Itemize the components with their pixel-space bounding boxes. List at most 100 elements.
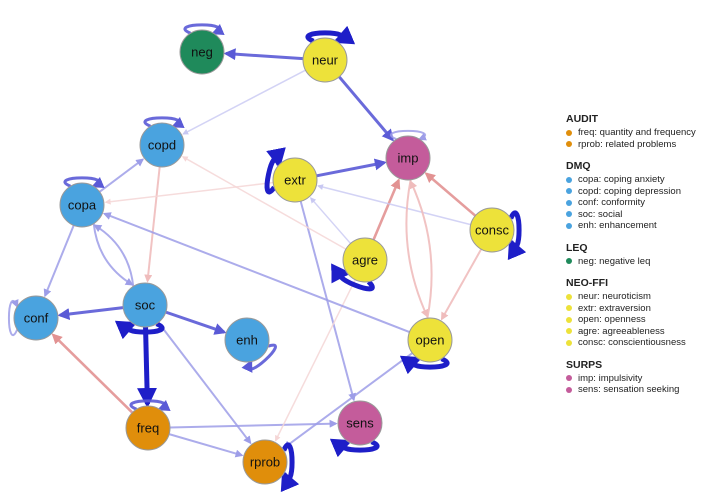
node-label: freq [137, 421, 159, 436]
node-agre[interactable]: agre [342, 237, 388, 283]
edge-copa-copd [99, 158, 145, 193]
edge-open-copa [102, 212, 410, 333]
legend-item: soc: social [566, 209, 709, 221]
node-circle [59, 182, 105, 228]
edge-freq-sens [169, 419, 338, 429]
legend-color-dot [566, 222, 572, 229]
self-loop-copd [143, 116, 185, 129]
legend-item-text: enh: enhancement [578, 220, 657, 232]
node-label: conf [24, 311, 49, 326]
legend-item: rprob: related problems [566, 139, 709, 151]
legend-item: conf: conformity [566, 197, 709, 209]
node-open[interactable]: open [407, 317, 453, 363]
legend-item-text: neur: neuroticism [578, 291, 651, 303]
edge-neur-imp [338, 75, 395, 142]
edge-copd-soc [144, 166, 161, 283]
node-label: copa [68, 198, 97, 213]
node-circle [469, 207, 515, 253]
node-circle [342, 237, 388, 283]
edge-consc-open [440, 248, 483, 321]
edge-freq-rprob [168, 433, 244, 458]
legend-item-text: sens: sensation seeking [578, 384, 680, 396]
node-enh[interactable]: enh [224, 317, 270, 363]
node-circle [179, 29, 225, 75]
legend-color-dot [566, 129, 572, 136]
node-label: enh [236, 333, 258, 348]
node-imp[interactable]: imp [385, 135, 431, 181]
legend-item: copa: coping anxiety [566, 174, 709, 186]
self-loop-copa [63, 176, 105, 189]
node-label: extr [284, 173, 306, 188]
self-loop-consc [507, 210, 527, 261]
node-label: neur [312, 53, 339, 68]
node-extr[interactable]: extr [272, 157, 318, 203]
legend-color-dot [566, 339, 572, 346]
edge-neur-neg [223, 48, 304, 61]
legend-group-title: SURPS [566, 358, 603, 371]
legend-color-dot [566, 375, 572, 382]
legend-group-title: AUDIT [566, 113, 599, 125]
edge-agre-imp [372, 178, 401, 241]
node-rprob[interactable]: rprob [242, 439, 288, 485]
edge-consc-imp [424, 172, 477, 217]
node-conf[interactable]: conf [13, 295, 59, 341]
legend-item-text: consc: conscientiousness [578, 337, 686, 349]
legend-item: agre: agreeableness [566, 326, 709, 338]
edge-open-rprob [283, 352, 413, 449]
node-circle [139, 122, 185, 168]
legend-item-text: agre: agreeableness [578, 325, 665, 337]
self-loop-enh [241, 343, 277, 373]
self-loop-conf [7, 299, 19, 337]
node-circle [242, 439, 288, 485]
node-circle [302, 37, 348, 83]
node-neg[interactable]: neg [179, 29, 225, 75]
legend-item-text: conf: conformity [578, 197, 646, 209]
node-label: open [416, 333, 445, 348]
node-consc[interactable]: consc [469, 207, 515, 253]
edge-consc-extr [317, 184, 471, 226]
edge-soc-copa [93, 224, 135, 287]
edge-soc-freq [137, 326, 158, 409]
legend-color-dot [566, 328, 572, 335]
legend-item: enh: enhancement [566, 220, 709, 232]
edge-extr-imp [316, 158, 387, 178]
node-sens[interactable]: sens [337, 400, 383, 446]
self-loop-rprob [280, 442, 300, 493]
legend-group-title: LEQ [566, 241, 588, 254]
legend-item-text: open: openness [578, 314, 646, 326]
self-loop-agre [331, 263, 375, 292]
legend-color-dot [566, 211, 572, 218]
legend-item-text: soc: social [578, 208, 623, 220]
self-loop-extr [264, 147, 286, 195]
legend-item: open: openness [566, 314, 709, 326]
node-copa[interactable]: copa [59, 182, 105, 228]
legend-item: sens: sensation seeking [566, 384, 709, 396]
legend-item-text: freq: quantity and frequency [578, 127, 696, 139]
legend-item-text: neg: negative leq [578, 255, 651, 267]
legend-color-dot [566, 386, 572, 393]
node-label: neg [191, 45, 213, 60]
self-loop-neg [183, 23, 225, 36]
node-soc[interactable]: soc [122, 282, 168, 328]
node-circle [337, 400, 383, 446]
legend-group-title: NEO-FFI [566, 277, 608, 289]
legend-color-dot [566, 305, 572, 312]
legend-item-text: rprob: related problems [578, 138, 677, 150]
node-circle [407, 317, 453, 363]
self-loop-open [399, 355, 450, 375]
node-freq[interactable]: freq [125, 405, 171, 451]
legend-item: freq: quantity and frequency [566, 127, 709, 139]
edge-soc-conf [57, 306, 124, 320]
legend-color-dot [566, 258, 572, 265]
legend-item: imp: impulsivity [566, 373, 709, 385]
node-label: soc [135, 298, 156, 313]
self-loop-neur [305, 25, 356, 45]
node-copd[interactable]: copd [139, 122, 185, 168]
node-label: imp [398, 151, 419, 166]
node-neur[interactable]: neur [302, 37, 348, 83]
